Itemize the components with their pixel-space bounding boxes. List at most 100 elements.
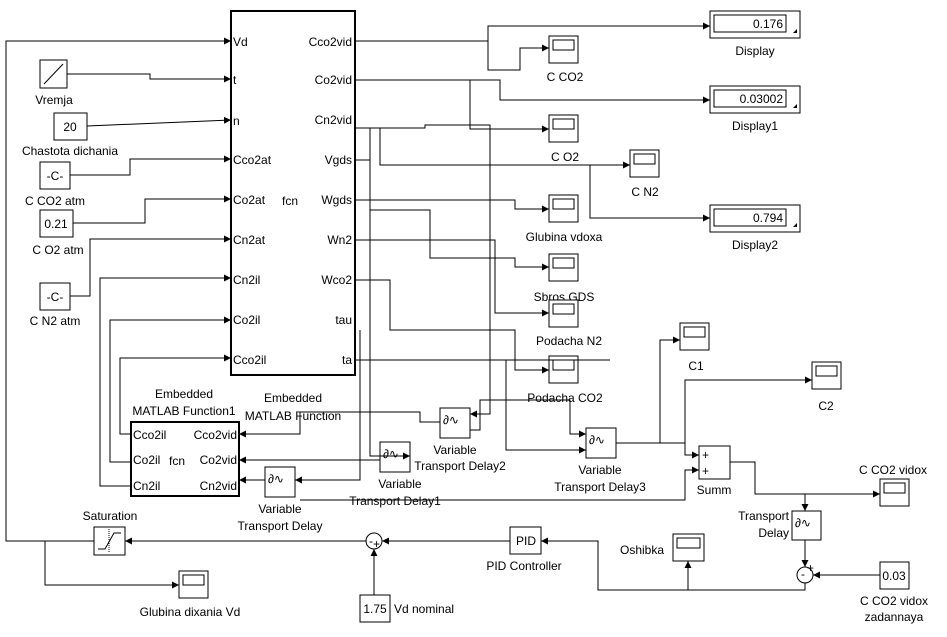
small-caption-line2: MATLAB Function1 [132, 404, 235, 418]
small-center-fcn: fcn [169, 454, 185, 468]
sum-vd-sign-b: + [373, 537, 380, 551]
main-out-tau: tau [335, 313, 352, 327]
main-out-cco2vid: Cco2vid [309, 35, 352, 49]
td-icon: ∂∿ [795, 516, 811, 530]
main-caption-line2: MATLAB Function [245, 409, 341, 423]
sum-block-error[interactable]: - + [796, 561, 814, 584]
sum-block-vd[interactable]: - + [365, 532, 383, 551]
chastota-label: Chastota dichania [22, 144, 118, 158]
main-in-t: t [233, 73, 237, 87]
scope-podacha-n2-label: Podacha N2 [536, 334, 602, 348]
scope-c-o2-label: C O2 [551, 150, 579, 164]
scope-c-co2-vidox-label: C CO2 vidox [859, 463, 927, 477]
main-in-cco2at: Cco2at [233, 153, 272, 167]
saturation-label: Saturation [83, 509, 138, 523]
main-out-wn2: Wn2 [327, 233, 352, 247]
summ-plus-b: + [702, 464, 709, 478]
display-label: Display [735, 44, 774, 58]
cn2-atm-constant-block[interactable]: -C- [39, 282, 71, 311]
vidox-zadannaya-constant-block[interactable]: 0.03 [879, 561, 910, 590]
variable-transport-delay2-block[interactable]: ∂∿ [439, 407, 471, 439]
chastota-value: 20 [63, 120, 77, 134]
vtd-label2: Transport Delay [238, 519, 323, 533]
cco2-atm-value: -C- [47, 169, 64, 183]
display1-label: Display1 [732, 119, 778, 133]
display2-value: 0.794 [753, 211, 783, 225]
vtd-label1: Variable [258, 502, 301, 516]
cco2-atm-constant-block[interactable]: -C- [39, 161, 71, 190]
main-in-cn2at: Cn2at [233, 233, 266, 247]
display1-block[interactable]: 0.03002 [709, 85, 801, 114]
vidox-zadannaya-value: 0.03 [882, 569, 906, 583]
vd-nominal-label: Vd nominal [394, 602, 454, 616]
display2-label: Display2 [732, 238, 778, 252]
vtd3-label2: Transport Delay3 [554, 480, 646, 494]
summ-label: Summ [697, 483, 732, 497]
scope-c-n2[interactable] [629, 149, 660, 178]
vtd3-icon: ∂∿ [589, 433, 605, 447]
co2-atm-constant-block[interactable]: 0.21 [39, 209, 74, 238]
vtd2-label1: Variable [433, 443, 476, 457]
small-out-cn2vid: Cn2vid [200, 479, 237, 493]
co2-atm-value: 0.21 [44, 217, 68, 231]
scope-sbros-gds[interactable] [548, 253, 579, 282]
main-caption-line1: Embedded [264, 391, 322, 405]
cco2-atm-label: C CO2 atm [25, 194, 85, 208]
scope-glubina-dixania-label: Glubina dixania Vd [140, 605, 241, 619]
chastota-constant-block[interactable]: 20 [53, 112, 88, 141]
variable-transport-delay3-block[interactable]: ∂∿ [585, 427, 617, 459]
vremja-clock-block[interactable] [39, 59, 68, 89]
small-out-co2vid: Co2vid [200, 453, 237, 467]
scope-c2[interactable] [811, 361, 842, 390]
sum-err-sign-b: + [807, 561, 814, 575]
scope-podacha-n2[interactable] [548, 299, 579, 328]
scope-c-co2-label: C CO2 [547, 70, 584, 84]
embedded-matlab-function-block[interactable]: Vd t n Cco2at Co2at Cn2at Cn2il Co2il Cc… [230, 10, 356, 376]
saturation-block[interactable] [93, 526, 126, 556]
scope-c-co2[interactable] [548, 35, 579, 64]
small-in-cn2il: Cn2il [133, 479, 160, 493]
pid-value: PID [516, 534, 536, 548]
vd-nominal-constant-block[interactable]: 1.75 [359, 594, 391, 623]
variable-transport-delay1-block[interactable]: ∂∿ [379, 441, 411, 473]
pid-controller-block[interactable]: PID [509, 526, 542, 555]
transport-delay-block[interactable]: ∂∿ [791, 510, 822, 541]
main-out-co2vid: Co2vid [315, 73, 352, 87]
main-in-co2il: Co2il [233, 313, 260, 327]
display1-value: 0.03002 [740, 92, 784, 106]
display2-block[interactable]: 0.794 [709, 204, 801, 233]
small-in-co2il: Co2il [133, 453, 160, 467]
td-label1: Transport [738, 509, 790, 523]
summ-plus-a: + [702, 448, 709, 462]
signal-lines [5, 22, 880, 595]
main-out-vgds: Vgds [325, 153, 352, 167]
vtd2-icon: ∂∿ [443, 413, 459, 427]
scope-glubina-dixania[interactable] [178, 570, 209, 599]
scope-oshibka[interactable] [672, 533, 705, 562]
display-block[interactable]: 0.176 [709, 10, 801, 39]
embedded-matlab-function1-block[interactable]: Cco2il Co2il Cn2il Cco2vid Co2vid Cn2vid… [130, 421, 240, 497]
sum-vd-sign-a: - [369, 534, 373, 548]
scope-c-o2[interactable] [548, 114, 579, 143]
vd-nominal-value: 1.75 [363, 602, 387, 616]
scope-c-n2-label: C N2 [631, 185, 659, 199]
scope-c2-label: C2 [818, 399, 834, 413]
scope-c1-label: C1 [688, 359, 704, 373]
scope-glubina-vdoxa[interactable] [548, 194, 579, 223]
summ-block[interactable]: + + [698, 445, 731, 480]
main-in-co2at: Co2at [233, 193, 266, 207]
display-value: 0.176 [753, 17, 783, 31]
vtd1-label2: Transport Delay1 [349, 494, 441, 508]
main-in-n: n [233, 114, 240, 128]
scope-c1[interactable] [679, 322, 710, 351]
scope-podacha-co2-label: Podacha CO2 [527, 391, 603, 405]
scope-c-co2-vidox[interactable] [879, 478, 910, 507]
main-in-cco2il: Cco2il [233, 353, 266, 367]
cn2-atm-value: -C- [47, 290, 64, 304]
small-out-cco2vid: Cco2vid [194, 428, 237, 442]
small-caption-line1: Embedded [155, 387, 213, 401]
main-in-cn2il: Cn2il [233, 273, 260, 287]
variable-transport-delay-block[interactable]: ∂∿ [264, 466, 296, 498]
vremja-label: Vremja [35, 93, 73, 107]
